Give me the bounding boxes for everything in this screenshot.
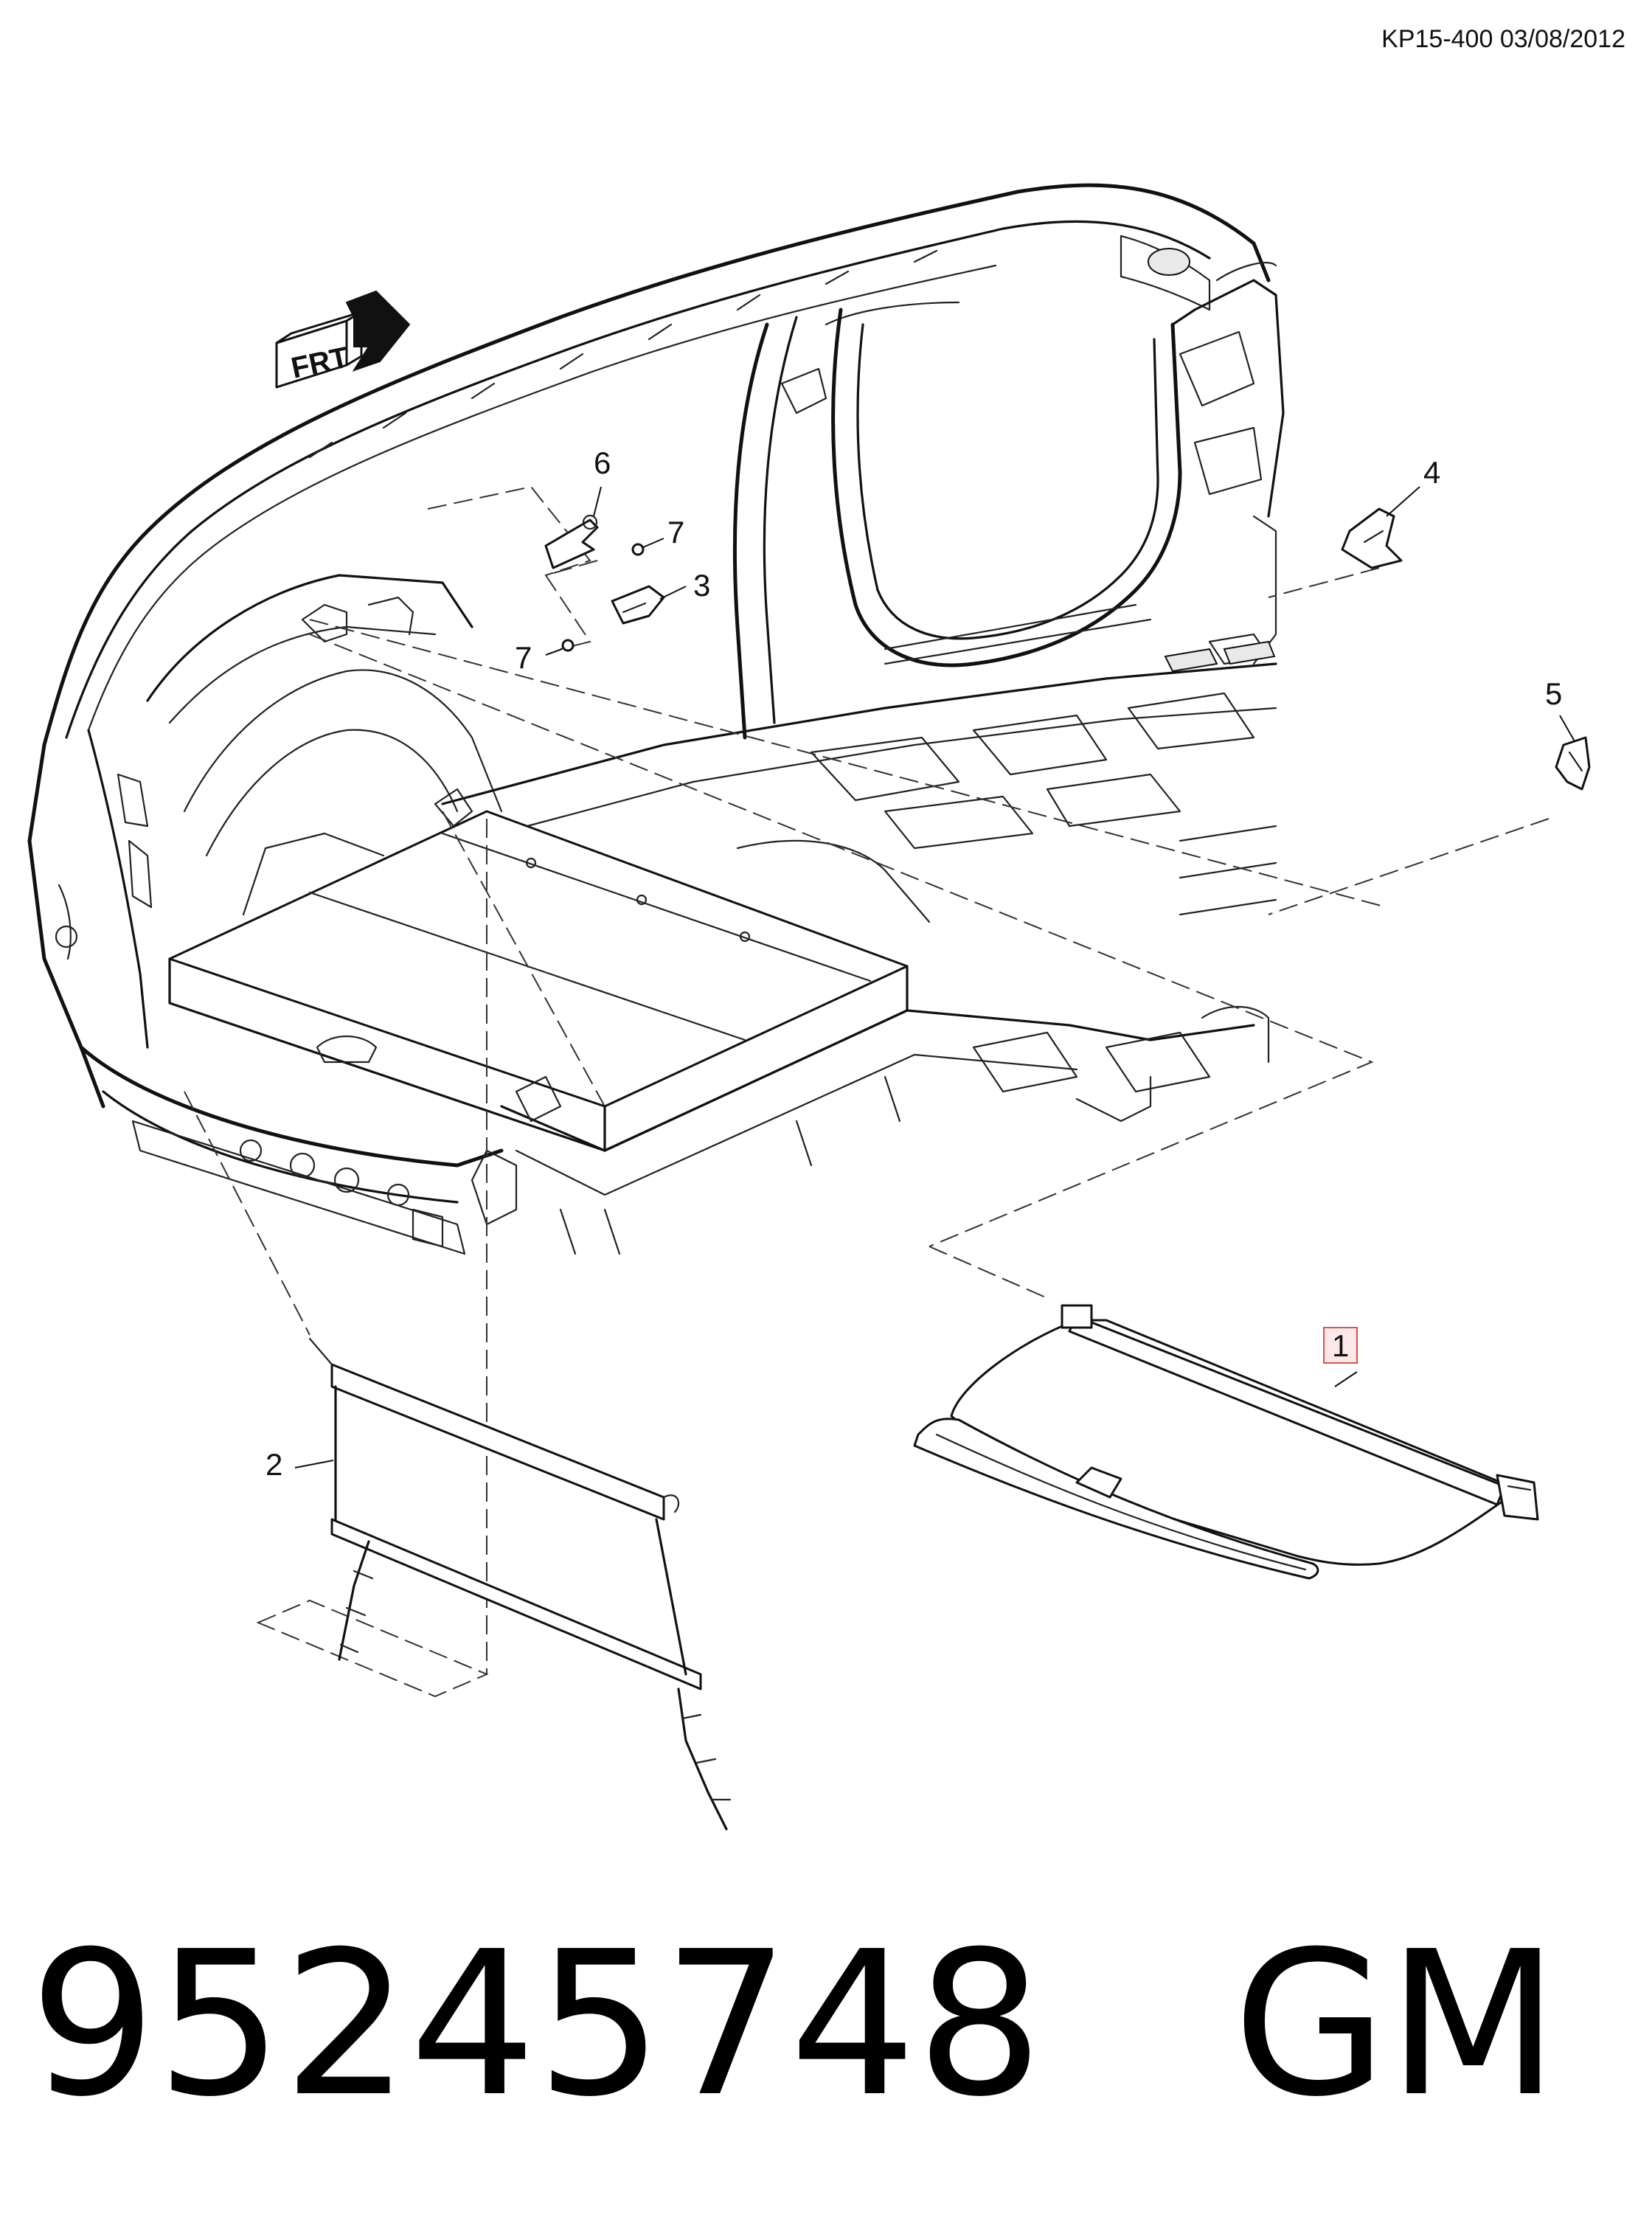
part-1-cargo-cover <box>913 1304 1539 1580</box>
front-direction-arrow-icon: FRT <box>275 290 411 389</box>
part-3-hook <box>611 585 687 625</box>
callout-3[interactable]: 3 <box>693 568 710 603</box>
assembly-leader-lines <box>184 485 1549 1698</box>
part-6-bracket <box>544 486 602 569</box>
callout-2[interactable]: 2 <box>266 1447 282 1482</box>
callout-7-upper[interactable]: 7 <box>667 515 684 549</box>
vehicle-body-outline <box>27 183 1285 1255</box>
part-7-fastener-lower <box>545 639 575 656</box>
callout-7-lower[interactable]: 7 <box>515 640 532 675</box>
callout-4[interactable]: 4 <box>1423 455 1440 490</box>
callout-1-highlight-box <box>1323 1327 1358 1364</box>
callout-labels: 1 2 3 4 5 6 7 7 <box>266 445 1562 1482</box>
callout-1[interactable]: 1 <box>1332 1328 1349 1363</box>
part-7-fastener-upper <box>631 538 664 556</box>
part-number-label: 95245748 GM <box>30 1908 1559 2140</box>
callout-6[interactable]: 6 <box>594 445 611 480</box>
part-2-cargo-barrier <box>294 1337 732 1831</box>
callout-5[interactable]: 5 <box>1545 676 1562 711</box>
part-4-bracket <box>1341 486 1420 569</box>
document-reference: KP15-400 03/08/2012 <box>1381 25 1625 53</box>
part-5-clip <box>1555 715 1591 791</box>
